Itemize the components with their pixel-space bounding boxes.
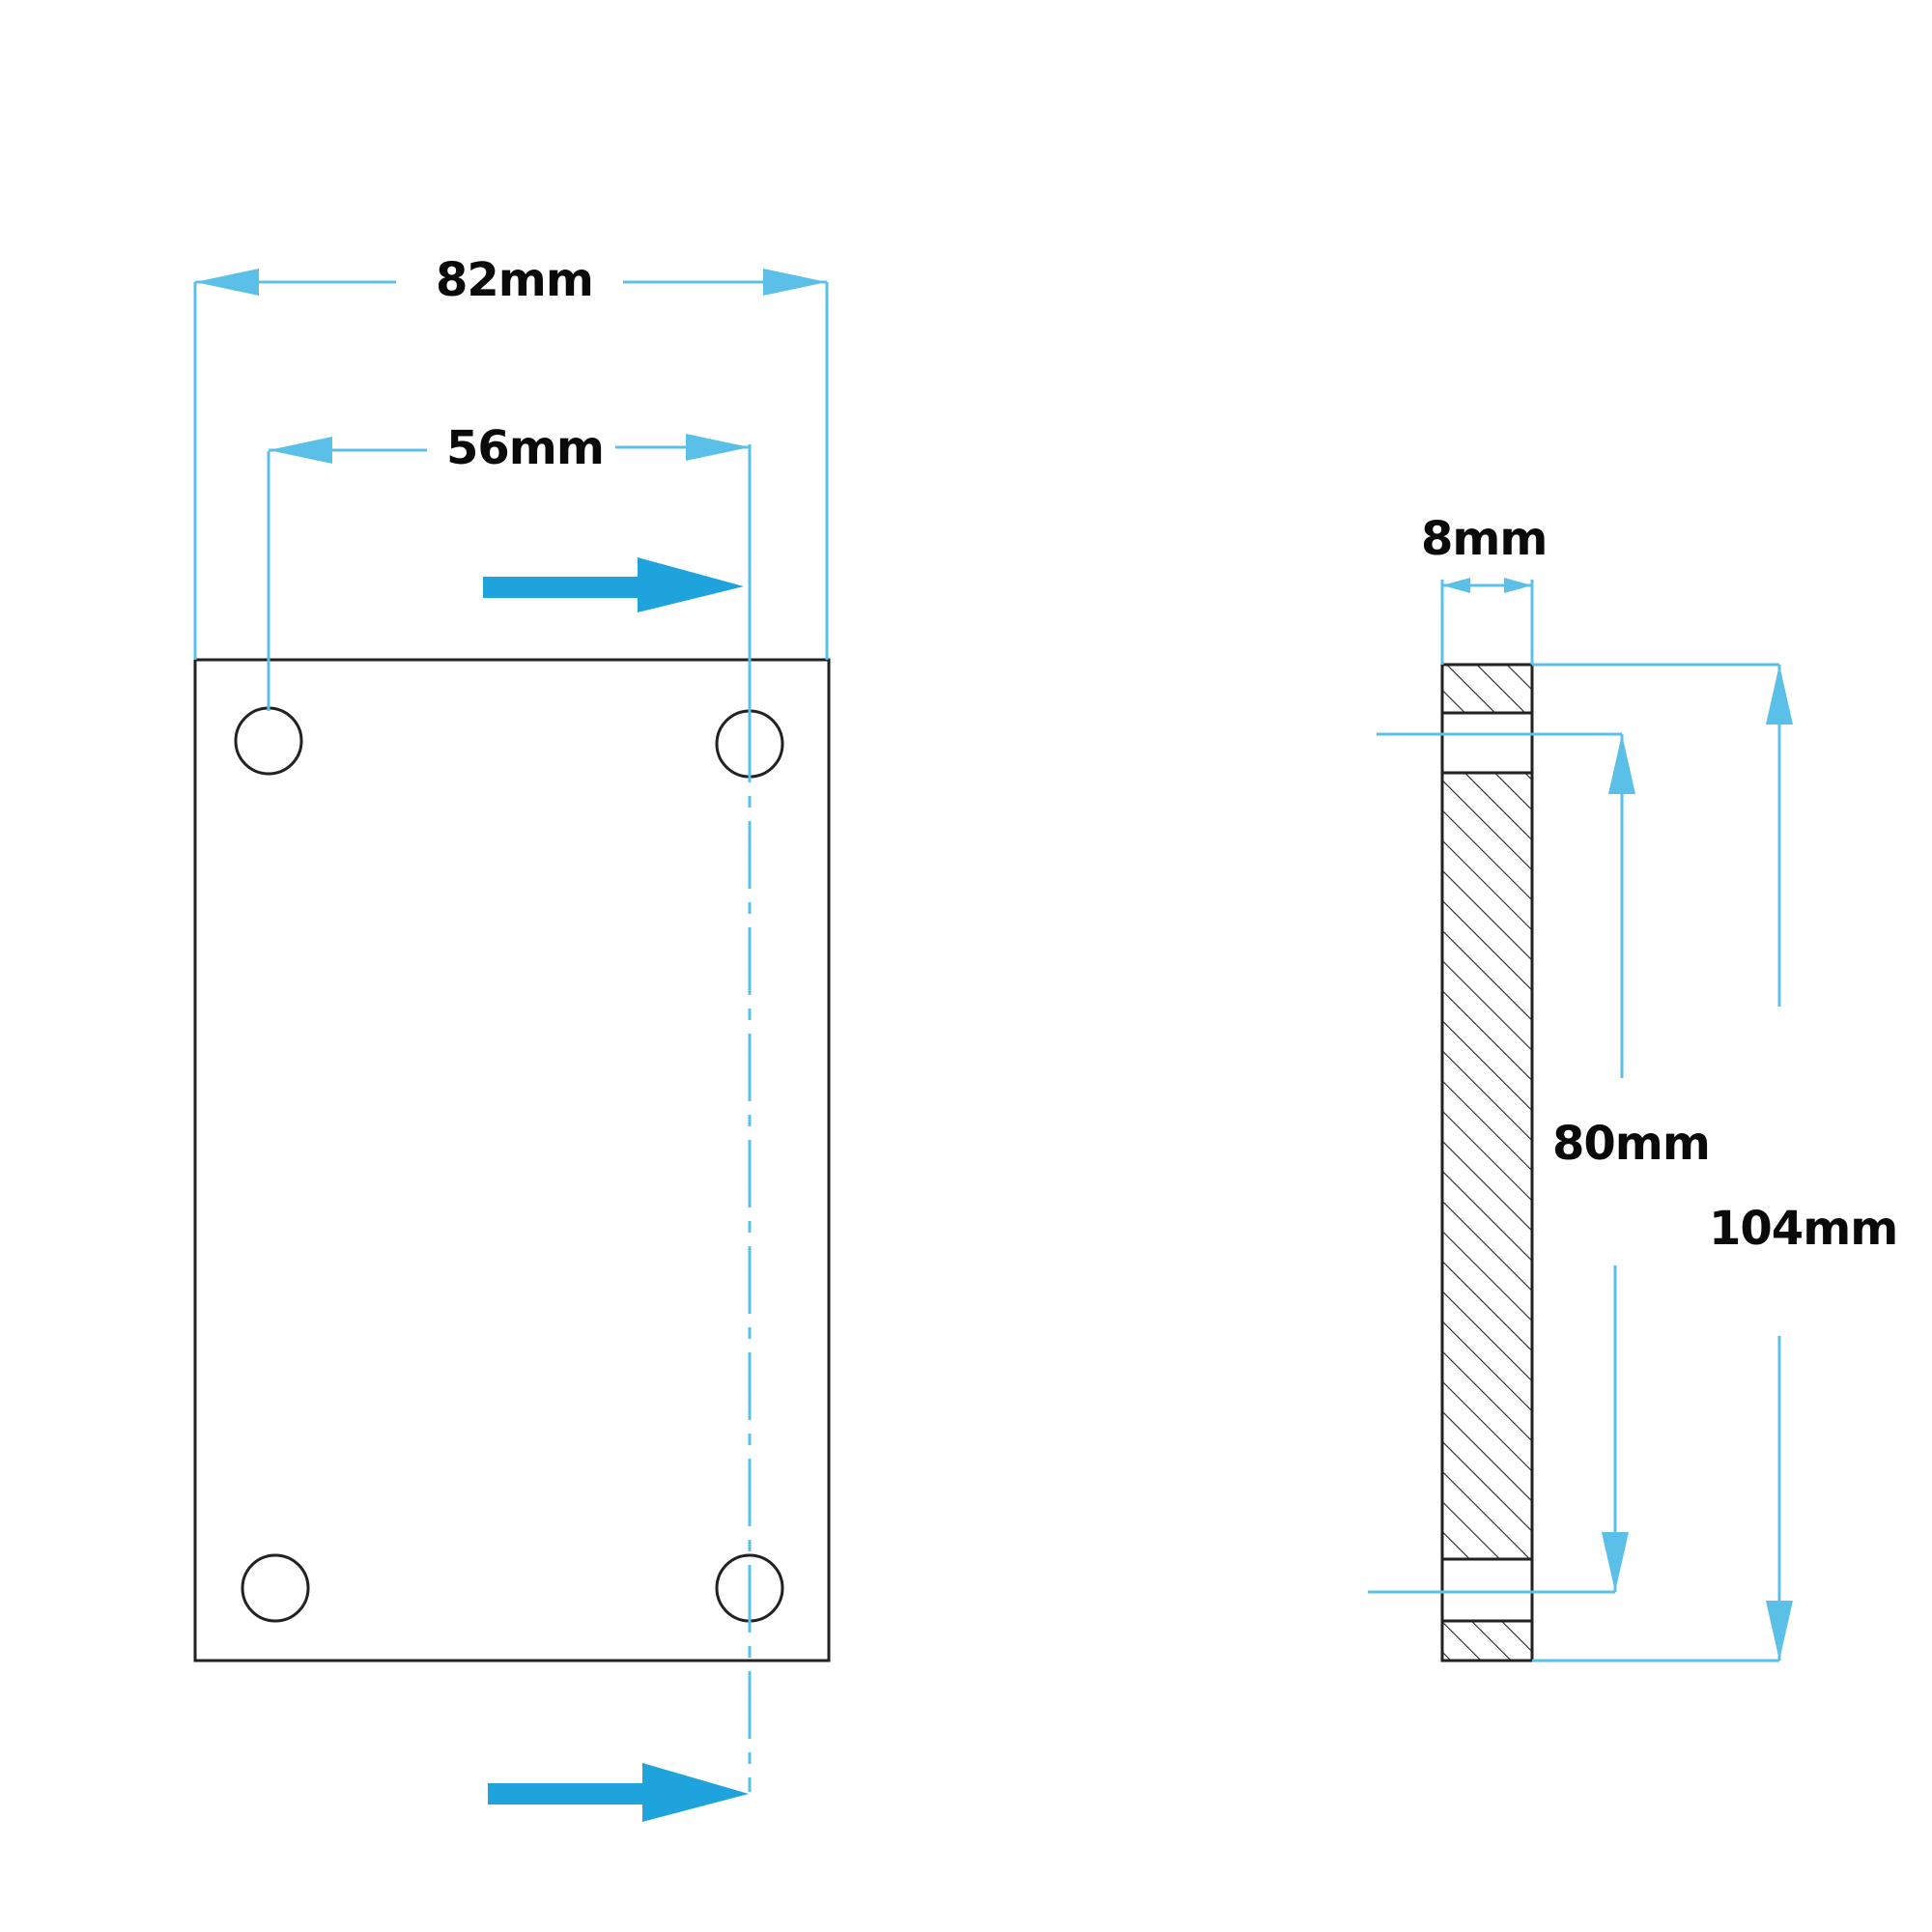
section-arrows: [483, 557, 749, 1822]
hatch-top: [1440, 663, 1534, 715]
arrowhead-outer-height-bottom: [1766, 1601, 1793, 1661]
arrowhead-hole-width-left: [269, 437, 332, 464]
mounting-hole-bottom-left: [241, 1553, 310, 1623]
arrowhead-outer-height-top: [1766, 665, 1793, 724]
arrowhead-hole-height-bottom: [1602, 1532, 1629, 1592]
thickness-label: 8mm: [1421, 512, 1548, 566]
section-view: [1440, 663, 1534, 1662]
arrowhead-outer-width-right: [763, 269, 827, 296]
front-view-dimensions: [193, 280, 829, 1792]
hatch-body: [1440, 771, 1534, 1561]
front-view-arrowheads: [195, 269, 827, 464]
arrowhead-outer-width-left: [195, 269, 259, 296]
arrowhead-hole-width-right: [686, 434, 750, 461]
section-arrow-bottom: [488, 1763, 749, 1822]
outer-height-label: 104mm: [1709, 1202, 1898, 1256]
plate-outline: [193, 658, 831, 1662]
mounting-hole-top-left: [234, 706, 303, 776]
section-view-arrowheads: [1442, 578, 1793, 1661]
hatch-bottom: [1440, 1619, 1534, 1662]
front-view: [193, 658, 831, 1662]
section-arrow-top: [483, 557, 744, 612]
hole-spacing-width-label: 56mm: [446, 421, 605, 475]
arrowhead-hole-height-top: [1608, 734, 1635, 794]
arrowhead-thickness-right: [1504, 578, 1532, 593]
hole-spacing-height-label: 80mm: [1552, 1117, 1711, 1171]
arrowhead-thickness-left: [1442, 578, 1470, 593]
outer-width-label: 82mm: [436, 253, 594, 307]
